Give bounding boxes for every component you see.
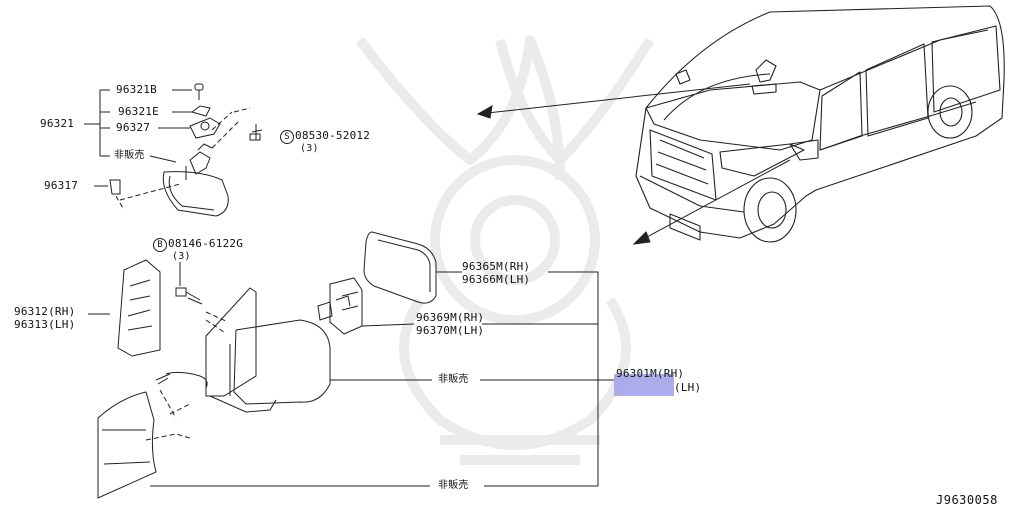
not-sold-label-3: 非販売 [438, 480, 469, 491]
bolt-part-code[interactable]: 08146-6122G [168, 237, 244, 250]
part-label-96317[interactable]: 96317 [44, 179, 79, 192]
not-sold-label-1: 非販売 [114, 150, 145, 161]
screw-icon [194, 83, 204, 100]
part-label-96366m[interactable]: 96366M(LH) [462, 273, 531, 286]
part-label-96321e[interactable]: 96321E [118, 105, 159, 118]
part-label-96321[interactable]: 96321 [40, 117, 75, 130]
bolt-icon [175, 287, 203, 305]
part-label-96313[interactable]: 96313(LH) [14, 318, 76, 331]
part-label-96365m[interactable]: 96365M(RH) [462, 260, 531, 273]
part-label-96321b[interactable]: 96321B [116, 83, 157, 96]
bolt-spec-mark: B [153, 238, 167, 252]
part-label-96312[interactable]: 96312(RH) [14, 305, 76, 318]
part-label-96327[interactable]: 96327 [116, 121, 151, 134]
part-label-96369m[interactable]: 96369M(RH) [416, 311, 485, 324]
part-label-96370m[interactable]: 96370M(LH) [416, 324, 485, 337]
selected-part-highlight[interactable] [614, 374, 674, 396]
bolt-quantity: (3) [172, 251, 191, 262]
screw-part-code[interactable]: 08530-52012 [295, 129, 371, 142]
screw-spec-mark: S [280, 130, 294, 144]
part-label-96301m[interactable]: 96301M(RH) [616, 367, 685, 380]
not-sold-label-2: 非販売 [438, 374, 469, 385]
screw-quantity: (3) [300, 143, 319, 154]
part-label-96302m-lh[interactable]: (LH) [674, 381, 702, 394]
figure-id: J9630058 [936, 493, 998, 507]
